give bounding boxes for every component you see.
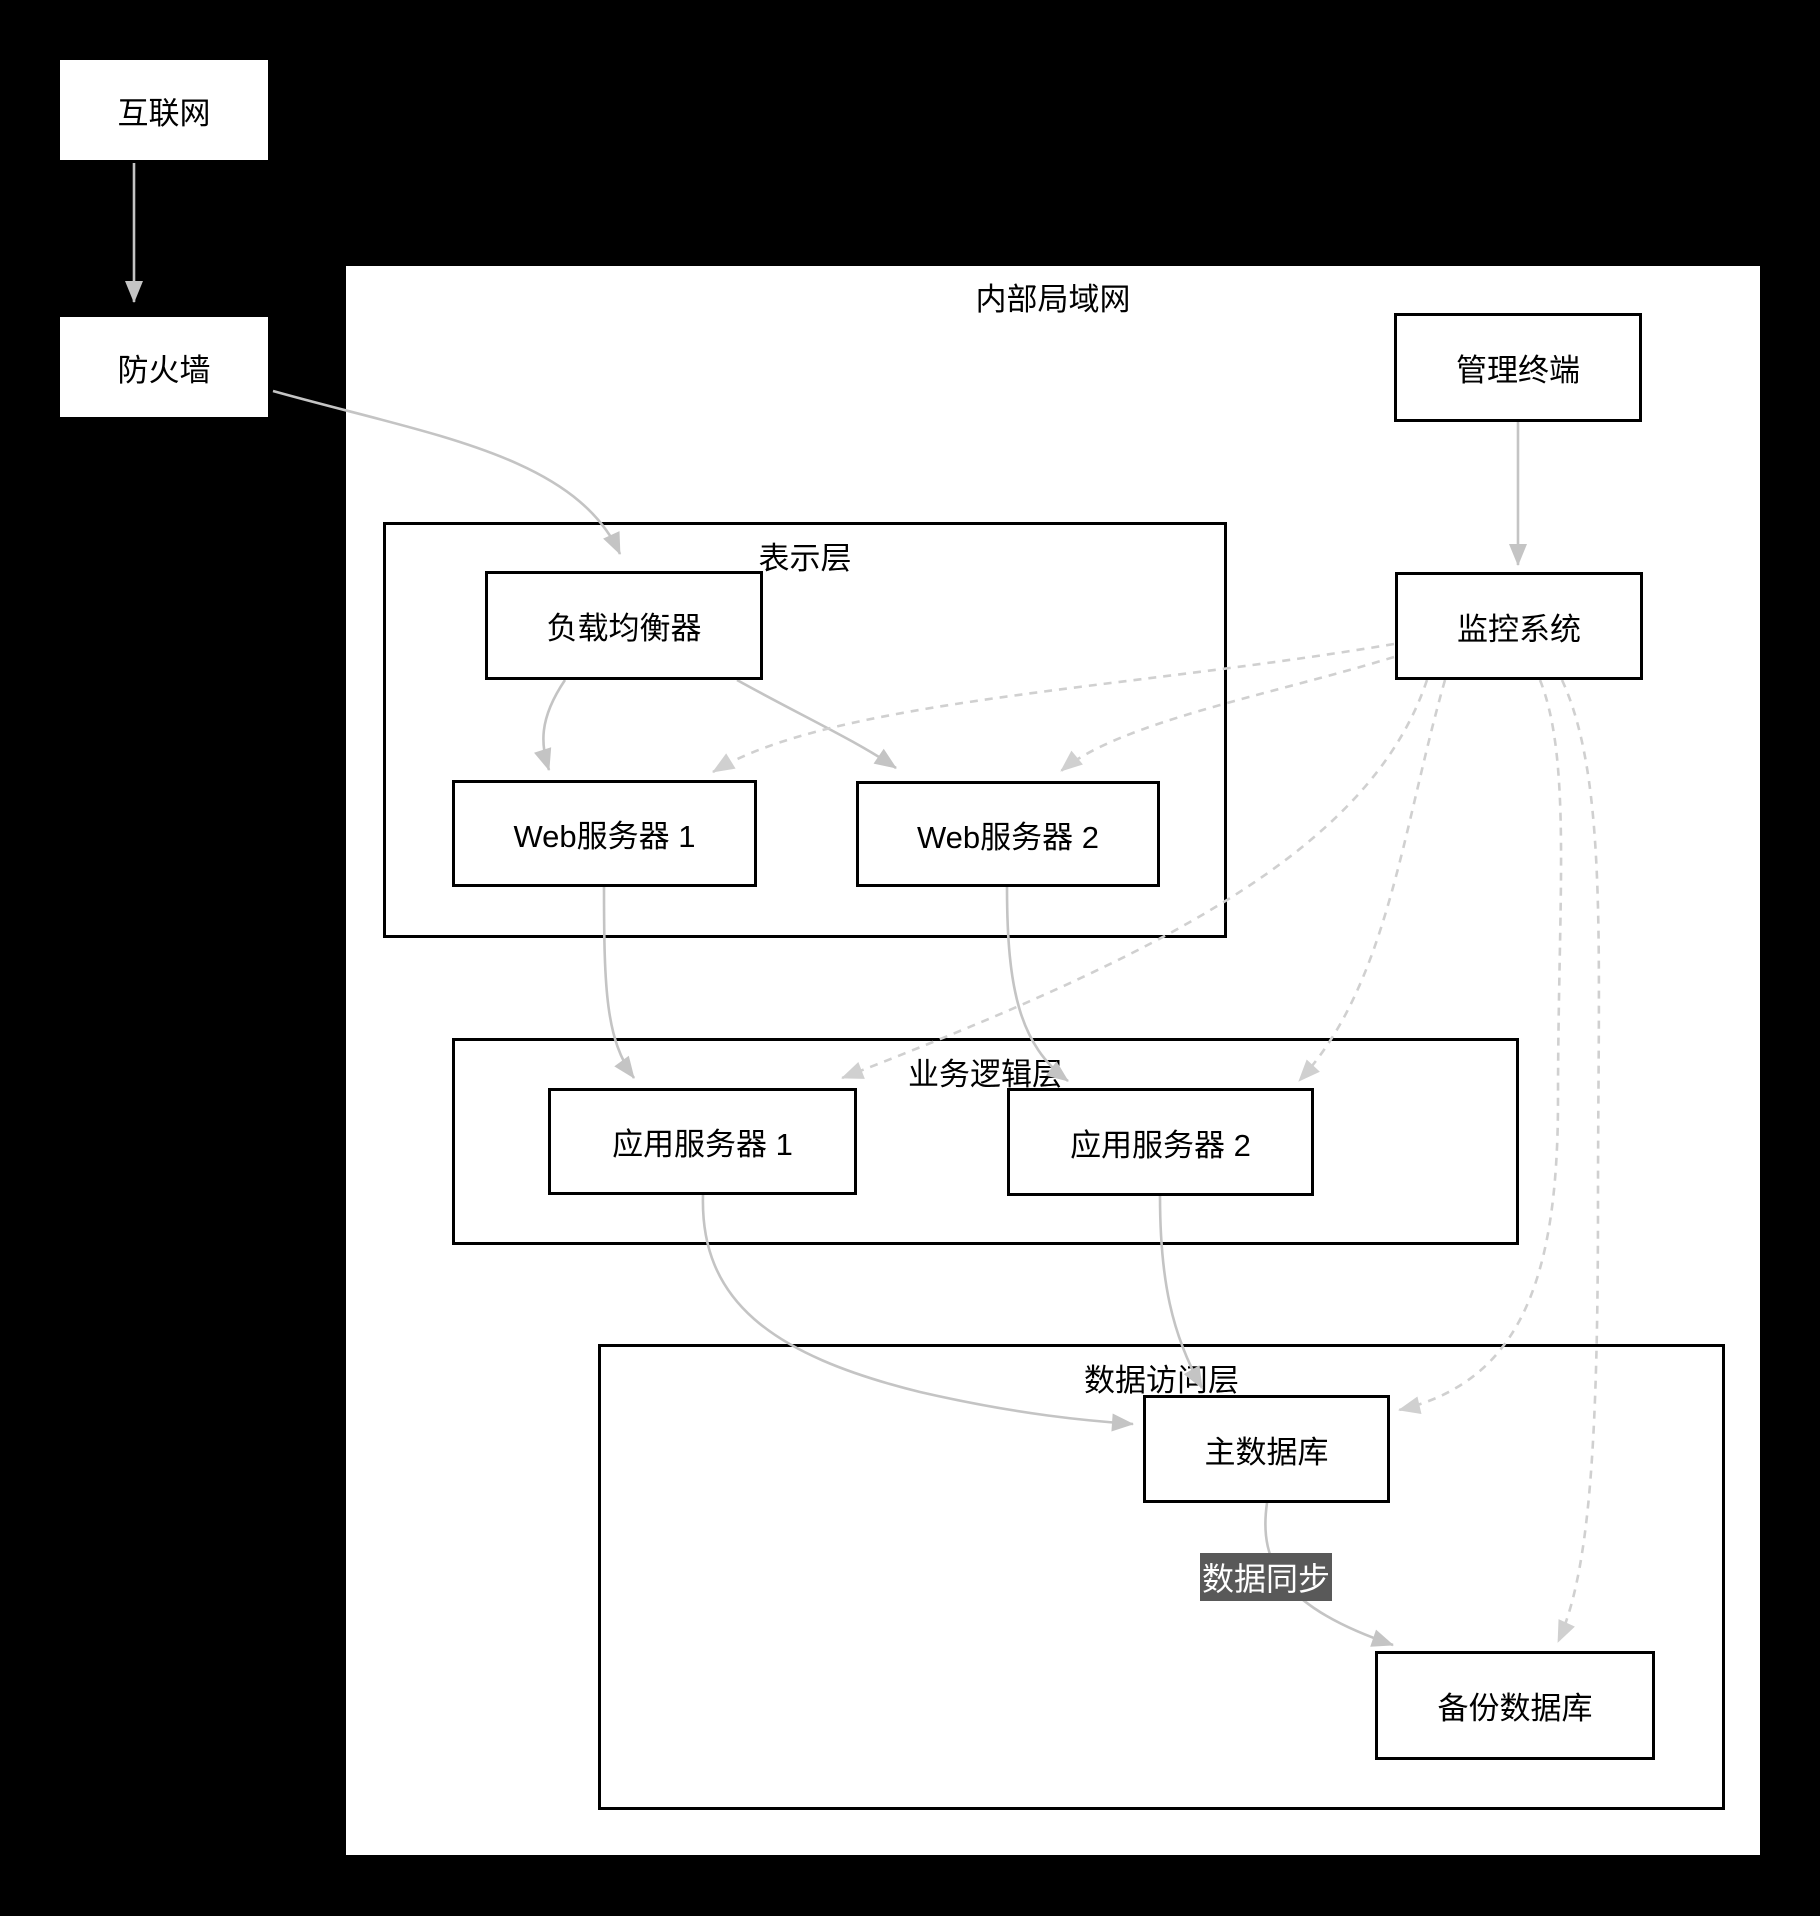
- node-app-server-2: 应用服务器 2: [1007, 1088, 1314, 1196]
- presentation-layer-title: 表示层: [758, 541, 852, 576]
- lan-container-title: 内部局域网: [975, 282, 1131, 317]
- node-web-server-2: Web服务器 2: [856, 781, 1160, 887]
- node-internet: 互联网: [57, 57, 271, 163]
- node-backup-database: 备份数据库: [1375, 1651, 1655, 1760]
- node-management-terminal: 管理终端: [1394, 313, 1642, 422]
- edge-label-data-sync: 数据同步: [1200, 1553, 1332, 1601]
- node-monitoring-system: 监控系统: [1395, 572, 1643, 680]
- node-app-server-1: 应用服务器 1: [548, 1088, 857, 1195]
- node-load-balancer: 负载均衡器: [485, 571, 763, 680]
- node-firewall: 防火墙: [57, 314, 271, 420]
- node-web-server-1: Web服务器 1: [452, 780, 757, 887]
- node-main-database: 主数据库: [1143, 1395, 1390, 1503]
- data-access-layer-title: 数据访问层: [1084, 1363, 1239, 1398]
